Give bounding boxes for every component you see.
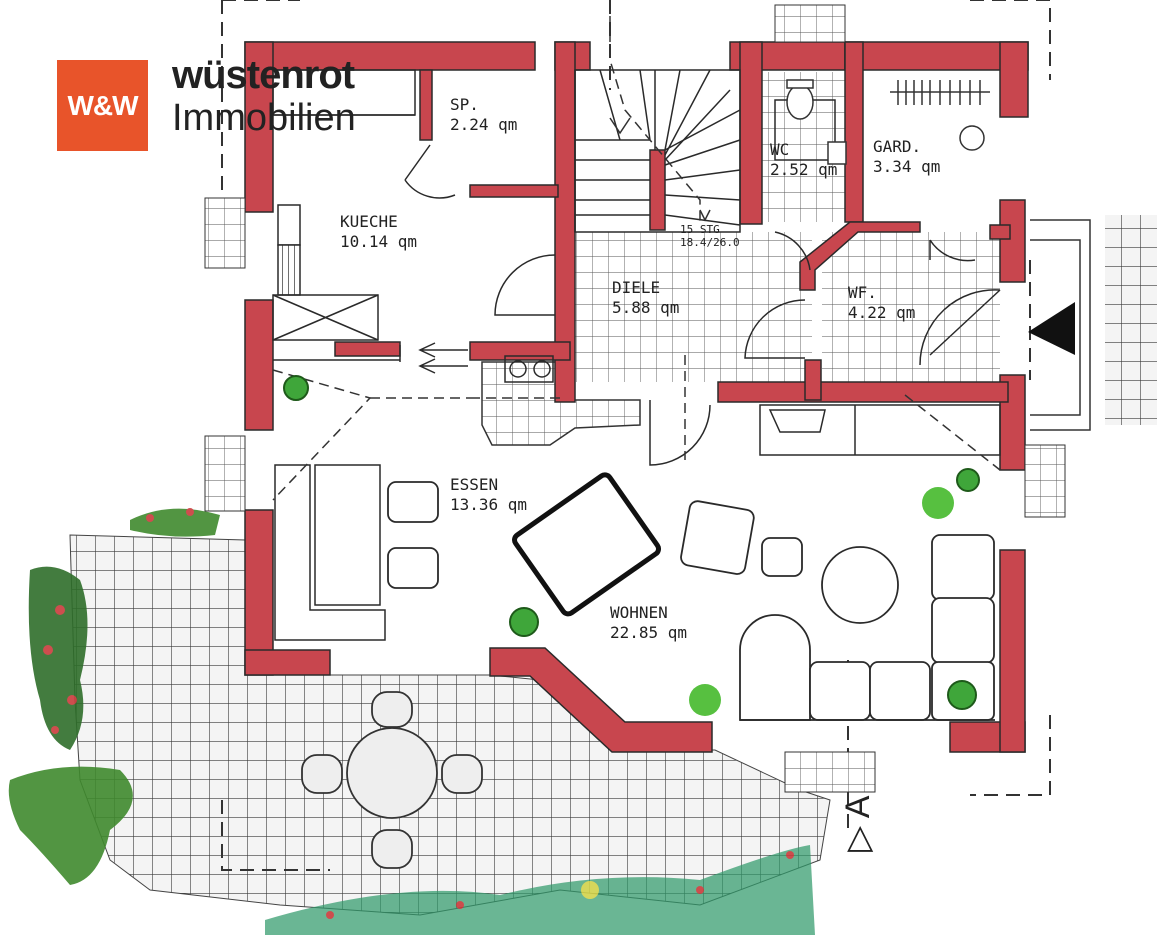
right-paving: [1105, 215, 1157, 425]
room-label-wf: WF.4.22 qm: [848, 283, 916, 322]
section-label: A: [839, 795, 877, 819]
brand-subtitle: Immobilien: [172, 97, 356, 139]
entrance-arrow: [1028, 302, 1075, 355]
brand-title: wüstenrot: [172, 53, 355, 97]
room-label-sp: SP.2.24 qm: [450, 95, 518, 134]
logo-text: W&W: [67, 89, 138, 121]
diele-tiles: [572, 232, 812, 382]
section-arrow-icon: ▷: [839, 825, 877, 852]
room-label-gard: GARD.3.34 qm: [873, 137, 941, 176]
wf-tiles: [822, 232, 1000, 382]
section-marker: ▷ A: [838, 796, 878, 852]
terrace-paving: [69, 534, 831, 916]
wuw-logo: W&W: [57, 60, 148, 151]
rug: [512, 472, 662, 617]
brand-name: wüstenrot Immobilien: [172, 55, 356, 137]
